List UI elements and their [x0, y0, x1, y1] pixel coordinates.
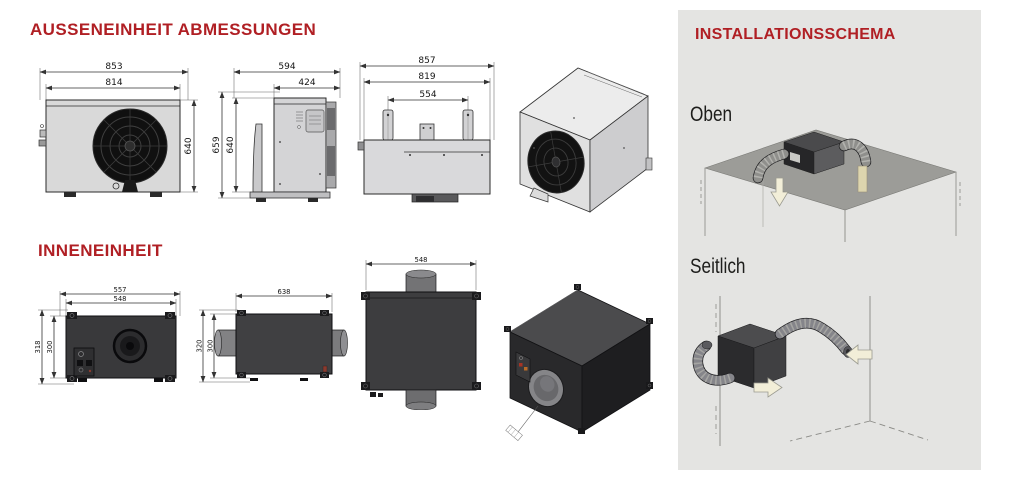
outdoor-front-view-drawing: 853 814 640	[38, 62, 198, 197]
installation-section-title: INSTALLATIONSSCHEMA	[695, 26, 896, 43]
dim-outdoor-top-width-inner: 819	[418, 72, 435, 82]
ceiling-unit	[783, 131, 845, 175]
airflow-arrow-left	[845, 344, 873, 365]
corner-brackets	[361, 292, 481, 390]
flex-duct-lower	[692, 340, 736, 386]
indoor-unit-top-body	[365, 291, 477, 391]
outdoor-top-view-drawing: 857 819 554	[357, 56, 495, 203]
view-label-seitlich: Seitlich	[690, 255, 746, 278]
airflow-arrow-down	[770, 177, 789, 207]
dim-outdoor-side-depth-inner: 424	[298, 78, 315, 88]
control-box	[73, 347, 95, 377]
installation-panel: INSTALLATIONSSCHEMA Oben	[678, 10, 981, 470]
corner-brackets	[237, 310, 329, 378]
installation-side-illustration	[692, 296, 929, 446]
dim-indoor-side-height-inner: 300	[207, 340, 215, 353]
corner-brackets	[67, 312, 175, 382]
dim-outdoor-top-bracket-span: 554	[419, 90, 436, 100]
indoor-unit-side-body	[235, 313, 333, 375]
outdoor-unit-isometric-drawing	[519, 67, 653, 213]
dim-indoor-side-width: 638	[278, 288, 291, 296]
dim-indoor-front-width-outer: 557	[114, 286, 127, 294]
flex-duct-left	[752, 148, 790, 184]
outdoor-section-title: AUSSENEINHEIT ABMESSUNGEN	[30, 20, 317, 39]
dim-indoor-front-width-inner: 548	[114, 295, 127, 303]
foot-bracket	[529, 187, 549, 203]
dim-outdoor-side-depth-outer: 594	[278, 62, 295, 72]
dim-indoor-front-height-inner: 300	[46, 341, 54, 354]
indoor-unit-isometric-drawing	[504, 284, 653, 441]
dim-outdoor-top-width-outer: 857	[418, 56, 435, 66]
indoor-side-view-drawing: 638 320 300	[196, 288, 348, 383]
outdoor-side-view-drawing: 594 424 659 640	[212, 62, 341, 202]
corner-brackets	[504, 284, 653, 434]
flex-duct-right	[838, 138, 872, 168]
leader-tag	[505, 424, 523, 441]
dim-outdoor-front-width-outer: 853	[105, 62, 122, 72]
airflow-arrow-right	[753, 377, 783, 398]
duct-outlet-slot	[857, 165, 868, 193]
control-panel	[515, 351, 531, 383]
fan-icon	[112, 328, 148, 364]
indoor-front-view-drawing: 557 548 318 300	[34, 286, 181, 385]
dim-outdoor-side-height-outer: 659	[212, 136, 222, 153]
view-label-oben: Oben	[690, 103, 733, 126]
duct-opening	[528, 368, 564, 408]
outdoor-unit-leg	[252, 123, 263, 193]
fan-icon	[92, 108, 168, 184]
dim-outdoor-side-height-inner: 640	[226, 136, 236, 153]
indoor-top-view-drawing: 548	[361, 256, 481, 410]
flex-duct-upper	[774, 317, 853, 358]
dim-indoor-top-width: 548	[415, 256, 428, 264]
dim-outdoor-front-height: 640	[184, 137, 194, 154]
installation-top-illustration	[700, 129, 961, 242]
dim-indoor-side-height-outer: 320	[196, 340, 204, 353]
outdoor-unit-top-body	[363, 139, 491, 195]
fan-icon	[527, 130, 585, 194]
dim-indoor-front-height-outer: 318	[34, 341, 42, 354]
indoor-section-title: INNENEINHEIT	[38, 241, 163, 260]
dim-outdoor-front-width-inner: 814	[105, 78, 122, 88]
